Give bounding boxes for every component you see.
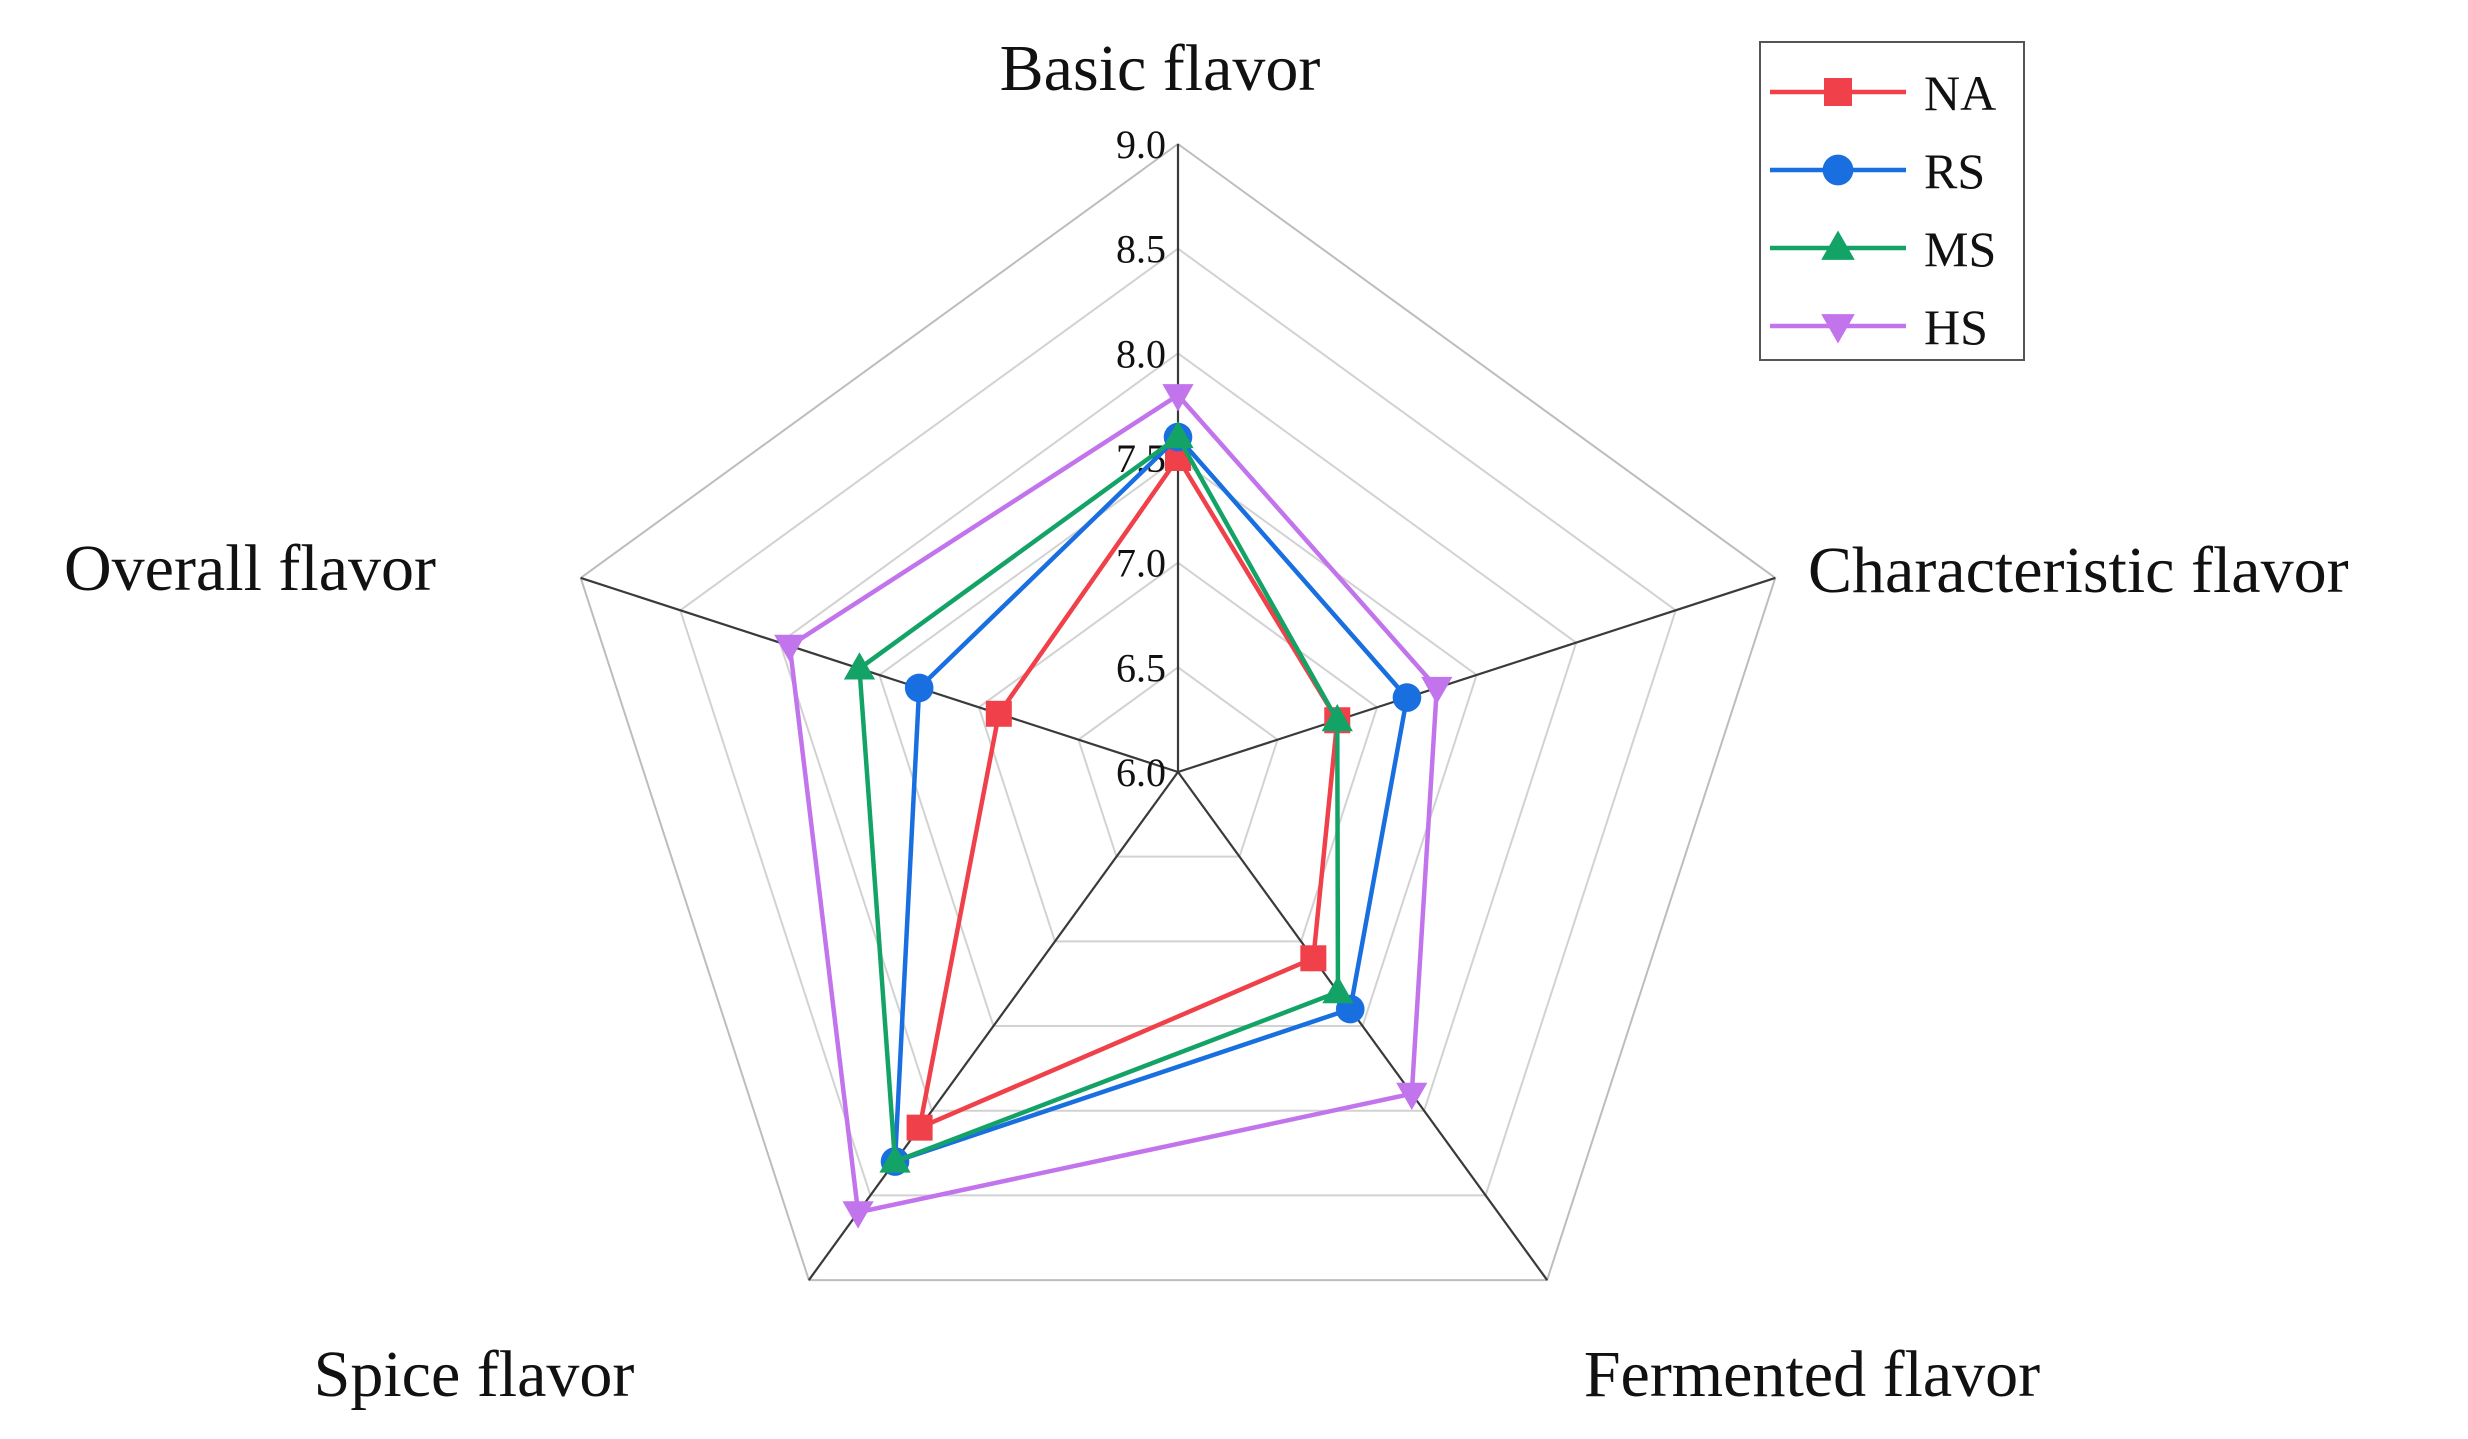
axis-line-characteristic-flavor [1177, 576, 1776, 774]
axis-label-basic-flavor: Basic flavor [1000, 32, 1321, 105]
tick-label: 8.0 [1116, 331, 1166, 376]
data-point-ms-basic-flavor [1162, 420, 1194, 449]
axis-label-characteristic-flavor: Characteristic flavor [1808, 534, 2349, 607]
legend-marker [1821, 230, 1855, 260]
legend-label: HS [1924, 299, 1988, 355]
series-line-hs [787, 392, 1440, 1215]
data-point-rs-overall-flavor [904, 673, 934, 703]
data-point-ms-overall-flavor [843, 652, 876, 680]
series-ms [843, 420, 1354, 1173]
radar-series [774, 384, 1453, 1229]
data-point-hs-basic-flavor [1162, 384, 1194, 412]
grid-ring-3 [878, 456, 1478, 1028]
series-line-rs [892, 434, 1410, 1164]
axis-label-overall-flavor: Overall flavor [64, 532, 436, 605]
legend-label: NA [1924, 65, 1996, 121]
data-point-hs-overall-flavor [774, 634, 806, 663]
axis-line-overall-flavor [580, 576, 1179, 774]
radar-grid [579, 142, 1777, 1282]
tick-label: 6.0 [1116, 750, 1166, 795]
data-point-hs-spice-flavor [842, 1201, 874, 1229]
tick-label: 8.5 [1116, 227, 1166, 272]
tick-label: 7.0 [1116, 541, 1166, 586]
data-point-hs-characteristic-flavor [1421, 676, 1453, 705]
legend-item-na: NA [1770, 65, 1996, 121]
radial-tick-labels: 6.06.57.07.58.08.59.0 [1116, 122, 1166, 795]
axis-line-fermented-flavor [1177, 771, 1549, 1281]
legend-item-rs: RS [1770, 143, 1985, 199]
legend-box [1759, 41, 2025, 361]
data-point-na-overall-flavor [985, 700, 1012, 727]
legend-label: RS [1924, 143, 1985, 199]
data-point-hs-fermented-flavor [1396, 1082, 1428, 1111]
radar-axes [580, 144, 1776, 1281]
axis-label-fermented-flavor: Fermented flavor [1584, 1338, 2040, 1411]
data-point-rs-characteristic-flavor [1392, 683, 1422, 712]
legend-marker [1824, 78, 1852, 106]
legend-label: MS [1924, 221, 1996, 277]
grid-ring-2 [977, 561, 1379, 943]
grid-ring-5 [679, 247, 1677, 1197]
data-point-ms-fermented-flavor [1322, 975, 1354, 1004]
grid-ring-1 [1077, 666, 1279, 858]
axis-label-spice-flavor: Spice flavor [314, 1338, 635, 1411]
legend-marker [1822, 154, 1854, 186]
legend-item-hs: HS [1770, 299, 1988, 355]
series-line-ms [857, 434, 1341, 1164]
legend: NA RS MS HS [1759, 41, 2025, 361]
data-point-ms-spice-flavor [879, 1145, 911, 1173]
axis-line-spice-flavor [807, 771, 1179, 1281]
legend-marker [1821, 314, 1855, 344]
grid-ring-4 [778, 352, 1578, 1112]
legend-item-ms: MS [1770, 221, 1996, 277]
grid-ring-6 [579, 142, 1777, 1282]
data-point-ms-characteristic-flavor [1321, 703, 1353, 732]
series-hs [774, 384, 1453, 1229]
data-point-na-spice-flavor [906, 1114, 933, 1141]
tick-label: 6.5 [1116, 645, 1166, 690]
tick-label: 9.0 [1116, 122, 1166, 167]
data-point-na-fermented-flavor [1300, 945, 1327, 972]
